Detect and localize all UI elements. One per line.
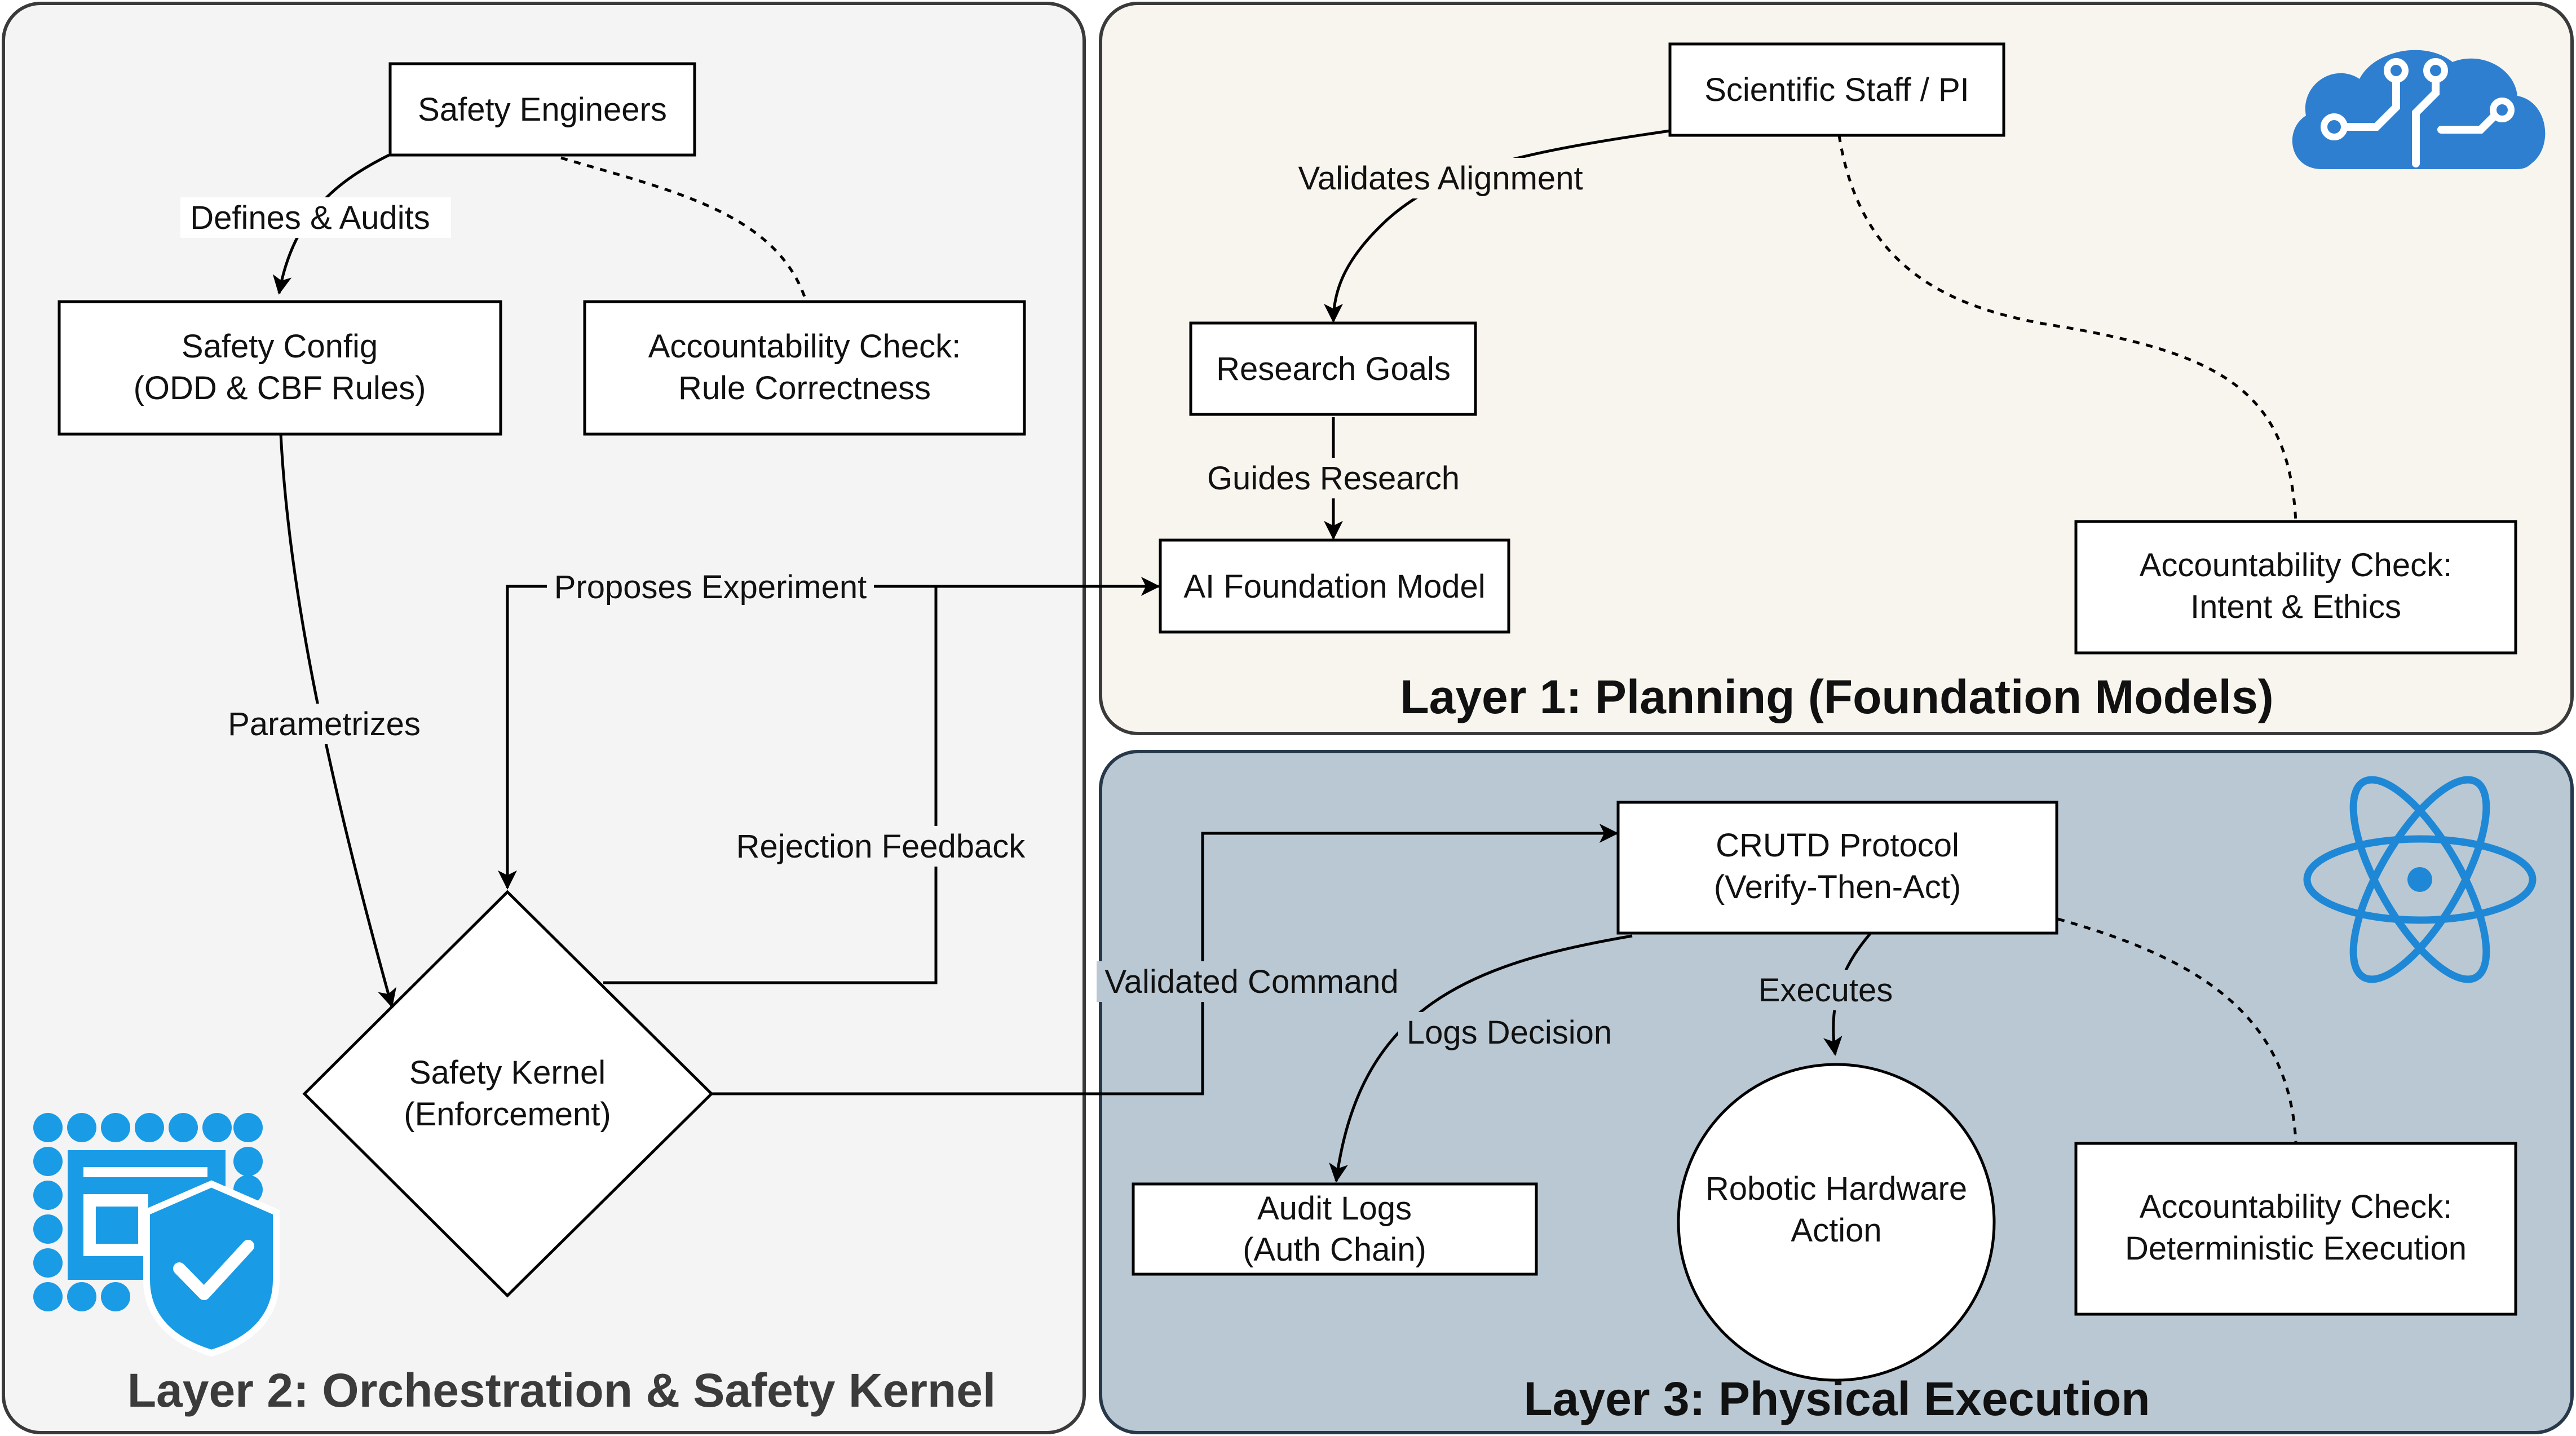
edge-label-validated-command: Validated Command: [1097, 961, 1407, 1002]
svg-text:Accountability Check:: Accountability Check:: [648, 328, 961, 365]
svg-text:Intent & Ethics: Intent & Ethics: [2190, 589, 2401, 625]
node-ai-foundation-model[interactable]: AI Foundation Model: [1159, 538, 1510, 634]
node-check-intent-ethics[interactable]: Accountability Check: Intent & Ethics: [2074, 520, 2517, 655]
layer-3-title: Layer 3: Physical Execution: [1523, 1372, 2150, 1425]
svg-text:CRUTD Protocol: CRUTD Protocol: [1716, 827, 1959, 864]
edge-rejection-feedback: [603, 586, 938, 984]
node-robotic-hardware[interactable]: Robotic Hardware Action: [1677, 1063, 1996, 1382]
edge-logs-decision: [1329, 934, 1633, 1183]
node-audit-logs[interactable]: Audit Logs (Auth Chain): [1132, 1182, 1538, 1276]
node-safety-engineers[interactable]: Safety Engineers: [388, 62, 696, 157]
svg-text:Proposes Experiment: Proposes Experiment: [554, 569, 867, 606]
node-crutd-protocol[interactable]: CRUTD Protocol (Verify-Then-Act): [1616, 801, 2058, 935]
svg-text:Scientific Staff / PI: Scientific Staff / PI: [1704, 72, 1969, 108]
edge-label-defines-audits: Defines & Audits: [180, 197, 451, 238]
svg-text:Accountability Check:: Accountability Check:: [2140, 1188, 2452, 1225]
svg-text:Parametrizes: Parametrizes: [228, 706, 421, 743]
svg-text:(ODD & CBF Rules): (ODD & CBF Rules): [134, 370, 426, 407]
svg-text:Safety Kernel: Safety Kernel: [409, 1054, 606, 1091]
svg-text:(Verify-Then-Act): (Verify-Then-Act): [1714, 869, 1961, 905]
node-safety-config[interactable]: Safety Config (ODD & CBF Rules): [58, 300, 502, 436]
svg-text:AI Foundation Model: AI Foundation Model: [1183, 568, 1485, 605]
svg-text:Validated Command: Validated Command: [1104, 964, 1398, 1000]
edge-staff-check-dotted: [1837, 135, 2297, 522]
svg-text:(Auth Chain): (Auth Chain): [1243, 1231, 1426, 1268]
layer-2-title: Layer 2: Orchestration & Safety Kernel: [127, 1364, 996, 1417]
cloud-circuit-icon: [2292, 50, 2546, 169]
node-research-goals[interactable]: Research Goals: [1189, 321, 1477, 416]
svg-text:Safety Engineers: Safety Engineers: [418, 91, 667, 128]
edge-label-executes: Executes: [1753, 970, 1897, 1010]
svg-text:Validates Alignment: Validates Alignment: [1298, 160, 1583, 197]
svg-text:(Enforcement): (Enforcement): [404, 1096, 611, 1133]
edge-label-validates-alignment: Validates Alignment: [1288, 158, 1593, 198]
edge-label-guides-research: Guides Research: [1198, 458, 1469, 498]
node-scientific-staff[interactable]: Scientific Staff / PI: [1668, 42, 2005, 137]
edge-label-parametrizes: Parametrizes: [220, 704, 428, 744]
svg-text:Audit Logs: Audit Logs: [1257, 1190, 1412, 1227]
edge-parametrizes: [279, 434, 397, 1008]
shield-check-document-icon: [33, 1113, 280, 1357]
svg-text:Deterministic Execution: Deterministic Execution: [2125, 1230, 2467, 1267]
edge-validates-alignment: [1324, 129, 1671, 323]
layer-1-title: Layer 1: Planning (Foundation Models): [1400, 670, 2273, 723]
svg-text:Logs Decision: Logs Decision: [1407, 1014, 1612, 1051]
svg-text:Accountability Check:: Accountability Check:: [2140, 547, 2452, 584]
svg-text:Guides Research: Guides Research: [1207, 460, 1460, 497]
edge-label-logs-decision: Logs Decision: [1398, 1012, 1621, 1053]
edge-label-rejection-feedback: Rejection Feedback: [727, 826, 1035, 867]
svg-text:Robotic Hardware: Robotic Hardware: [1705, 1170, 1967, 1207]
svg-text:Rule Correctness: Rule Correctness: [678, 370, 931, 407]
svg-text:Safety Config: Safety Config: [182, 328, 378, 365]
svg-text:Executes: Executes: [1758, 972, 1893, 1009]
atom-icon: [2303, 776, 2537, 983]
edge-label-proposes-experiment: Proposes Experiment: [547, 567, 874, 607]
svg-text:Defines & Audits: Defines & Audits: [190, 200, 430, 236]
svg-text:Research Goals: Research Goals: [1216, 351, 1451, 387]
svg-text:Action: Action: [1791, 1212, 1881, 1249]
svg-text:Rejection Feedback: Rejection Feedback: [736, 828, 1026, 865]
node-check-deterministic[interactable]: Accountability Check: Deterministic Exec…: [2074, 1142, 2517, 1316]
edge-engineers-check-dotted: [560, 156, 808, 302]
node-check-rule-correctness[interactable]: Accountability Check: Rule Correctness: [583, 300, 1026, 436]
edge-crutd-check-dotted: [2057, 917, 2297, 1142]
node-safety-kernel[interactable]: Safety Kernel (Enforcement): [302, 890, 714, 1298]
